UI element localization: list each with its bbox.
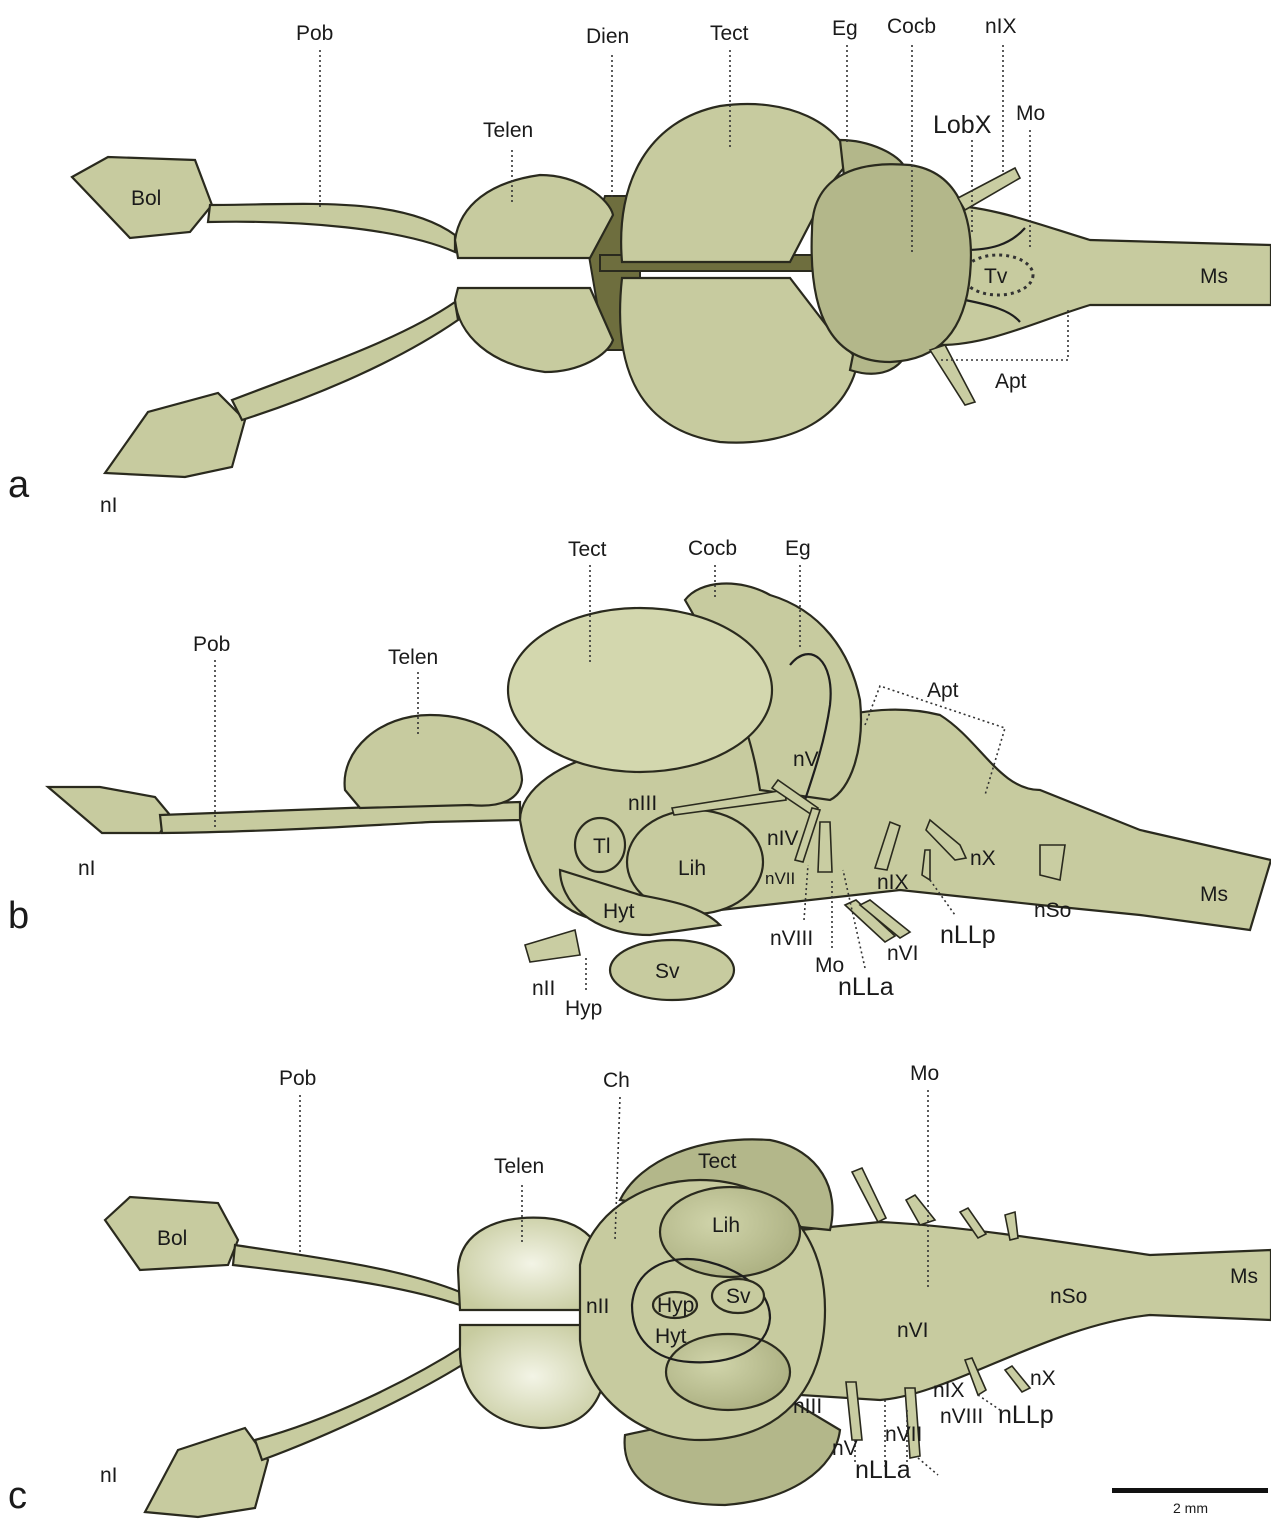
label-lih: Lih: [712, 1214, 740, 1237]
label-apt: Apt: [927, 679, 959, 702]
label-nso: nSo: [1050, 1285, 1087, 1308]
label-telen: Telen: [388, 646, 438, 669]
olfactory-peduncle-lower: [255, 1345, 470, 1460]
bulbus-olfactorius: [48, 787, 170, 833]
nerve-nix-lower: [930, 345, 975, 405]
label-tect: Tect: [710, 22, 749, 45]
label-nii: nII: [586, 1295, 609, 1318]
label-hyp: Hyp: [565, 997, 602, 1020]
label-ms: Ms: [1230, 1265, 1258, 1288]
label-ms: Ms: [1200, 883, 1228, 906]
label-niii: nIII: [628, 792, 657, 815]
label-ch: Ch: [603, 1069, 630, 1092]
nerve-nix-upper: [958, 168, 1020, 210]
label-nlla: nLLa: [855, 1456, 911, 1484]
olfactory-peduncle: [160, 802, 520, 833]
label-tect: Tect: [698, 1150, 737, 1173]
bulbus-olfactorius-lower: [105, 393, 245, 477]
label-ms: Ms: [1200, 265, 1228, 288]
label-nii: nII: [532, 977, 555, 1000]
leader-nviii: [918, 1458, 938, 1475]
panel-letter-c: c: [8, 1475, 27, 1517]
tectum: [508, 608, 772, 772]
telencephalon-upper: [455, 175, 613, 258]
label-nlla: nLLa: [838, 973, 894, 1001]
label-niii: nIII: [793, 1395, 822, 1418]
olfactory-peduncle-upper: [208, 204, 455, 252]
label-pob: Pob: [296, 22, 333, 45]
label-cocb: Cocb: [887, 15, 936, 38]
label-nix: nIX: [985, 15, 1017, 38]
telencephalon-lower: [455, 288, 613, 372]
label-hyt: Hyt: [655, 1325, 687, 1348]
olfactory-peduncle-upper: [233, 1245, 460, 1305]
label-lobx: LobX: [933, 111, 992, 139]
label-mo: Mo: [1016, 102, 1045, 125]
label-tect: Tect: [568, 538, 607, 561]
panel-a: Pob Dien Tect Eg Cocb nIX Telen LobX Mo …: [8, 15, 1271, 517]
label-nllp: nLLp: [940, 921, 996, 949]
label-eg: Eg: [832, 17, 858, 40]
panel-letter-a: a: [8, 464, 30, 506]
label-nv: nV: [793, 748, 819, 771]
scale-bar: 2 mm: [1112, 1488, 1268, 1516]
nerve-nso: [1040, 845, 1065, 880]
label-dien: Dien: [586, 25, 629, 48]
label-nllp: nLLp: [998, 1401, 1054, 1429]
label-niv: nIV: [767, 827, 799, 850]
corpus-cerebelli: [812, 164, 971, 362]
label-pob: Pob: [279, 1067, 316, 1090]
scale-bar-label: 2 mm: [1173, 1500, 1208, 1516]
label-nso: nSo: [1034, 899, 1071, 922]
label-tv: Tv: [984, 265, 1008, 288]
olfactory-peduncle-lower: [232, 302, 458, 420]
label-telen: Telen: [494, 1155, 544, 1178]
label-nviii: nVIII: [770, 927, 813, 950]
bulbus-olfactorius-lower: [145, 1428, 268, 1517]
label-eg: Eg: [785, 537, 811, 560]
label-nx: nX: [970, 847, 996, 870]
label-sv: Sv: [655, 960, 680, 983]
panel-c: Pob Ch Mo Telen Tect Bol Lih Ms nSo nII …: [8, 1062, 1271, 1517]
label-nviii: nVIII: [940, 1405, 983, 1428]
label-nvii: nVII: [885, 1423, 922, 1446]
label-sv: Sv: [726, 1285, 751, 1308]
label-ni: nI: [100, 1464, 118, 1487]
nerve-nii: [525, 930, 580, 962]
panel-letter-b: b: [8, 895, 29, 937]
label-nvi: nVI: [897, 1319, 929, 1342]
label-tl: Tl: [593, 835, 611, 858]
label-nv: nV: [832, 1437, 858, 1460]
label-telen: Telen: [483, 119, 533, 142]
label-nvi: nVI: [887, 942, 919, 965]
scale-bar-line: [1112, 1488, 1268, 1493]
label-ni: nI: [78, 857, 96, 880]
label-lih: Lih: [678, 857, 706, 880]
label-pob: Pob: [193, 633, 230, 656]
label-ni: nI: [100, 494, 118, 517]
label-bol: Bol: [131, 187, 161, 210]
label-hyp: Hyp: [657, 1294, 694, 1317]
label-nix: nIX: [877, 871, 909, 894]
telencephalon: [345, 715, 522, 808]
label-nvii: nVII: [765, 869, 795, 888]
label-nx: nX: [1030, 1367, 1056, 1390]
label-hyt: Hyt: [603, 900, 635, 923]
label-mo: Mo: [910, 1062, 939, 1085]
nerve-nviii: [818, 822, 832, 872]
label-cocb: Cocb: [688, 537, 737, 560]
label-apt: Apt: [995, 370, 1027, 393]
label-bol: Bol: [157, 1227, 187, 1250]
label-nix: nIX: [933, 1379, 965, 1402]
panel-b: Tect Cocb Eg Pob Telen Apt nV nIII nIV T…: [8, 537, 1271, 1020]
